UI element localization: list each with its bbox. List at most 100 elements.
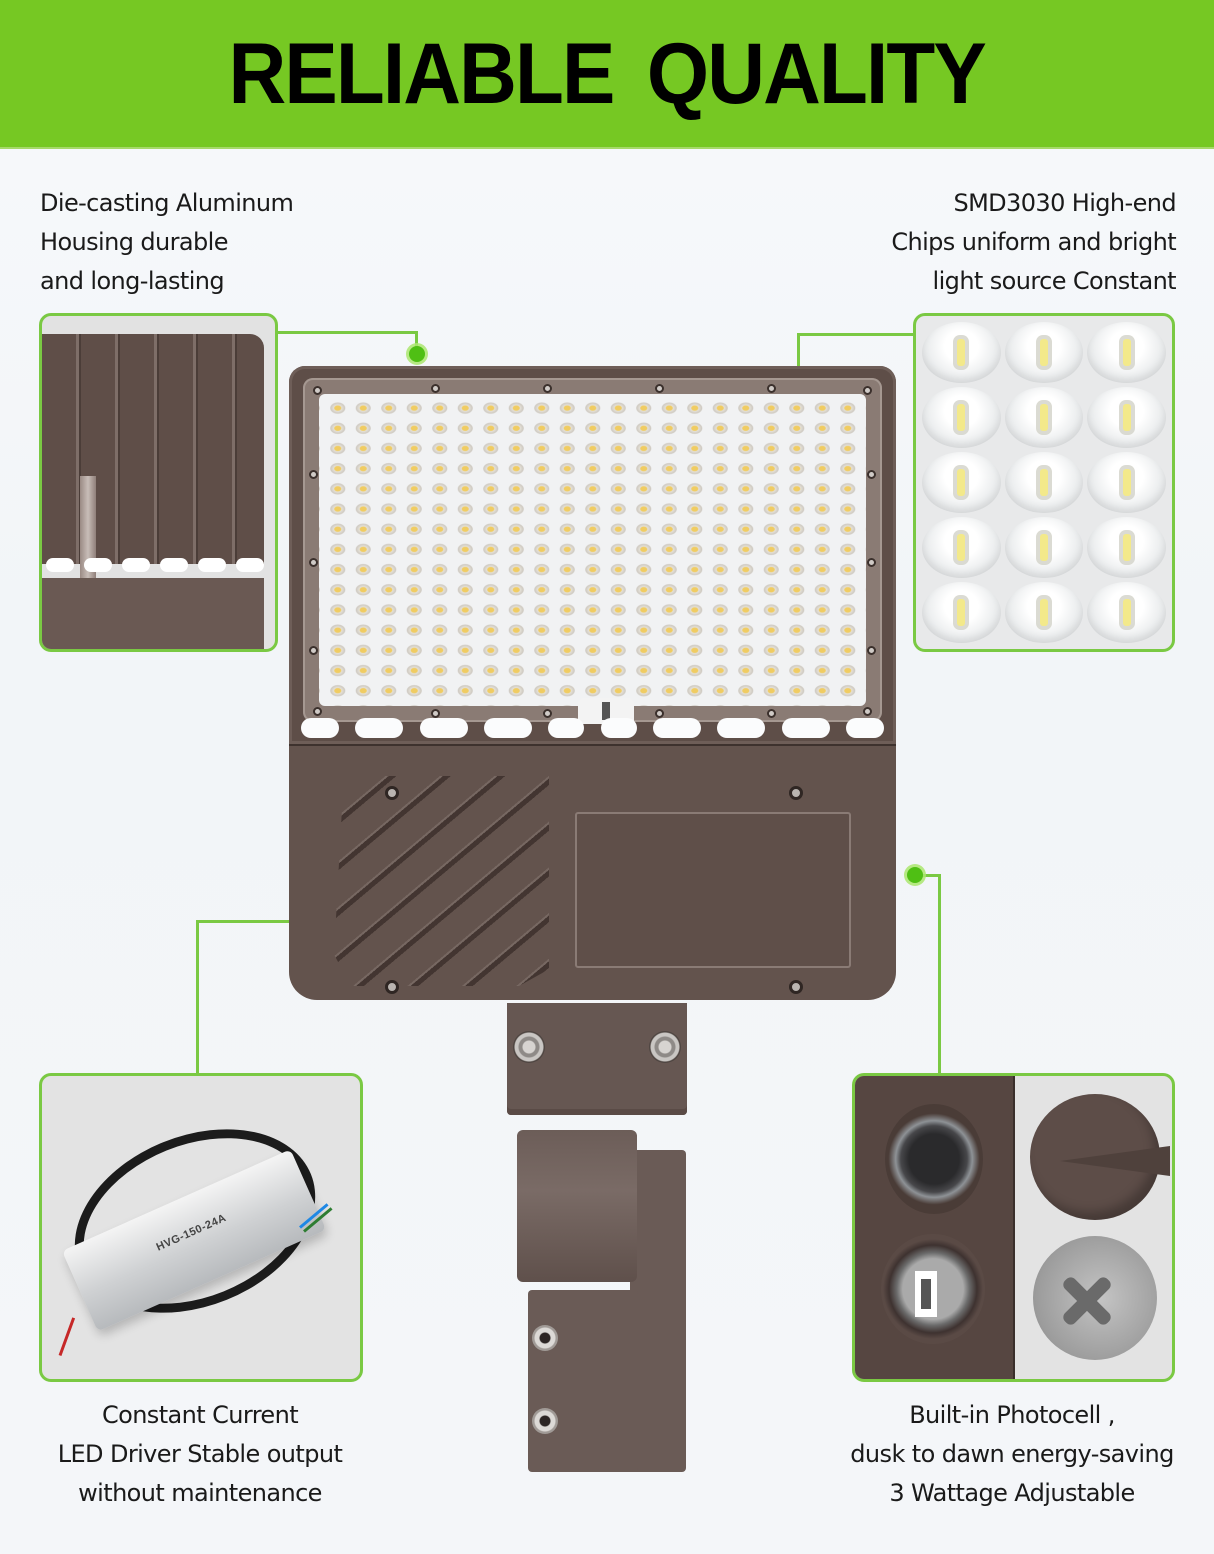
vent-slot	[548, 718, 585, 738]
bolt-icon	[789, 786, 803, 800]
screw-icon	[309, 558, 318, 567]
vent-slot	[652, 718, 701, 738]
vent-slot	[717, 718, 766, 738]
led-chip-detail-panel	[913, 313, 1175, 652]
leader-line-photocell	[914, 874, 941, 877]
vent-slot	[236, 558, 264, 572]
screw-icon	[863, 386, 872, 395]
screw-icon	[655, 709, 664, 718]
led-lens-icon	[922, 387, 1001, 448]
screw-icon	[309, 646, 318, 655]
caption-line: Constant Current	[101, 1401, 299, 1429]
caption-line: Built-in Photocell ,	[909, 1401, 1115, 1429]
fixture-lens-frame	[303, 378, 882, 724]
vent-slots	[42, 558, 264, 572]
led-lens-icon	[1004, 322, 1084, 383]
caption-line: Chips uniform and bright	[891, 228, 1176, 256]
leader-line-housing	[415, 331, 418, 353]
wire-red	[58, 1317, 76, 1357]
vent-slot	[419, 718, 468, 738]
led-lens-icon	[1004, 452, 1084, 513]
screw-icon	[313, 707, 322, 716]
led-lens-icon	[922, 582, 1001, 643]
mount-knuckle	[517, 1130, 637, 1282]
caption-line: Housing durable	[40, 228, 228, 256]
led-lens-icon	[922, 452, 1001, 513]
feature-caption-driver: Constant Current LED Driver Stable outpu…	[40, 1396, 360, 1513]
led-lens-icon	[1087, 322, 1166, 383]
hex-bolt-icon	[649, 1031, 681, 1063]
led-lens-icon	[1004, 582, 1084, 643]
screw-icon	[543, 384, 552, 393]
wattage-selector-switch-icon	[915, 1271, 937, 1317]
fixture-driver-housing	[289, 744, 896, 1000]
page-title: RELIABLE QUALITY	[228, 26, 987, 122]
led-lens-icon	[922, 517, 1001, 578]
bolt-icon	[789, 980, 803, 994]
vent-grill	[334, 776, 549, 986]
screw-icon	[867, 470, 876, 479]
vent-slot	[84, 558, 112, 572]
allen-screw-icon	[532, 1408, 558, 1434]
led-lens-grid	[922, 322, 1166, 643]
hex-bolt-icon	[513, 1031, 545, 1063]
housing-detail-panel	[39, 313, 278, 652]
slip-fitter-bracket	[507, 1003, 687, 1115]
feature-caption-chips: SMD3030 High-end Chips uniform and brigh…	[891, 184, 1176, 301]
allen-screw-icon	[532, 1325, 558, 1351]
caption-line: LED Driver Stable output	[57, 1440, 343, 1468]
caption-line: without maintenance	[78, 1479, 322, 1507]
header-banner: RELIABLE QUALITY	[0, 0, 1214, 149]
photocell-detail-panel	[852, 1073, 1175, 1382]
led-lens-icon	[1087, 387, 1166, 448]
led-lens-icon	[1087, 517, 1166, 578]
caption-line: 3 Wattage Adjustable	[889, 1479, 1135, 1507]
leader-line-chips	[797, 333, 914, 336]
bolt-icon	[385, 786, 399, 800]
screw-icon	[867, 646, 876, 655]
photocell-sensor-icon	[885, 1104, 983, 1214]
mount-base	[528, 1290, 638, 1472]
vent-slot	[845, 718, 884, 738]
bolt-icon	[385, 980, 399, 994]
caption-line: SMD3030 High-end	[953, 189, 1176, 217]
driver-detail-panel: HVG-150-24A	[39, 1073, 363, 1382]
screw-icon	[309, 470, 318, 479]
screw-icon	[767, 709, 776, 718]
caption-line: light source Constant	[932, 267, 1177, 295]
screw-icon	[867, 558, 876, 567]
caption-line: dusk to dawn energy-saving	[850, 1440, 1174, 1468]
vent-slot	[301, 718, 339, 738]
vent-slots	[301, 718, 884, 740]
caption-line: and long-lasting	[40, 267, 225, 295]
led-lens-icon	[1004, 387, 1084, 448]
led-lens-icon	[922, 322, 1001, 383]
vent-slot	[355, 718, 404, 738]
heat-sink-fins	[42, 334, 264, 564]
fixture-led-head	[289, 366, 896, 744]
screw-icon	[655, 384, 664, 393]
screw-icon	[543, 709, 552, 718]
leader-line-driver	[196, 920, 199, 1074]
caption-line: Die-casting Aluminum	[40, 189, 294, 217]
feature-caption-housing: Die-casting Aluminum Housing durable and…	[40, 184, 294, 301]
screw-icon	[863, 707, 872, 716]
led-lens-icon	[1087, 582, 1166, 643]
screw-icon	[313, 386, 322, 395]
vent-slot	[122, 558, 150, 572]
vent-slot	[483, 718, 532, 738]
vent-slot	[600, 718, 637, 738]
screw-icon	[431, 709, 440, 718]
vent-slot	[46, 558, 74, 572]
mount-arm	[630, 1150, 686, 1472]
label-plate	[575, 812, 851, 968]
callout-dot-photocell	[907, 867, 923, 883]
led-lens-icon	[1004, 517, 1084, 578]
leader-line-housing	[278, 331, 418, 334]
fin-base	[42, 578, 264, 649]
screw-icon	[431, 384, 440, 393]
vent-slot	[198, 558, 226, 572]
led-array	[319, 394, 866, 706]
screw-icon	[767, 384, 776, 393]
feature-caption-photocell: Built-in Photocell , dusk to dawn energy…	[838, 1396, 1186, 1513]
